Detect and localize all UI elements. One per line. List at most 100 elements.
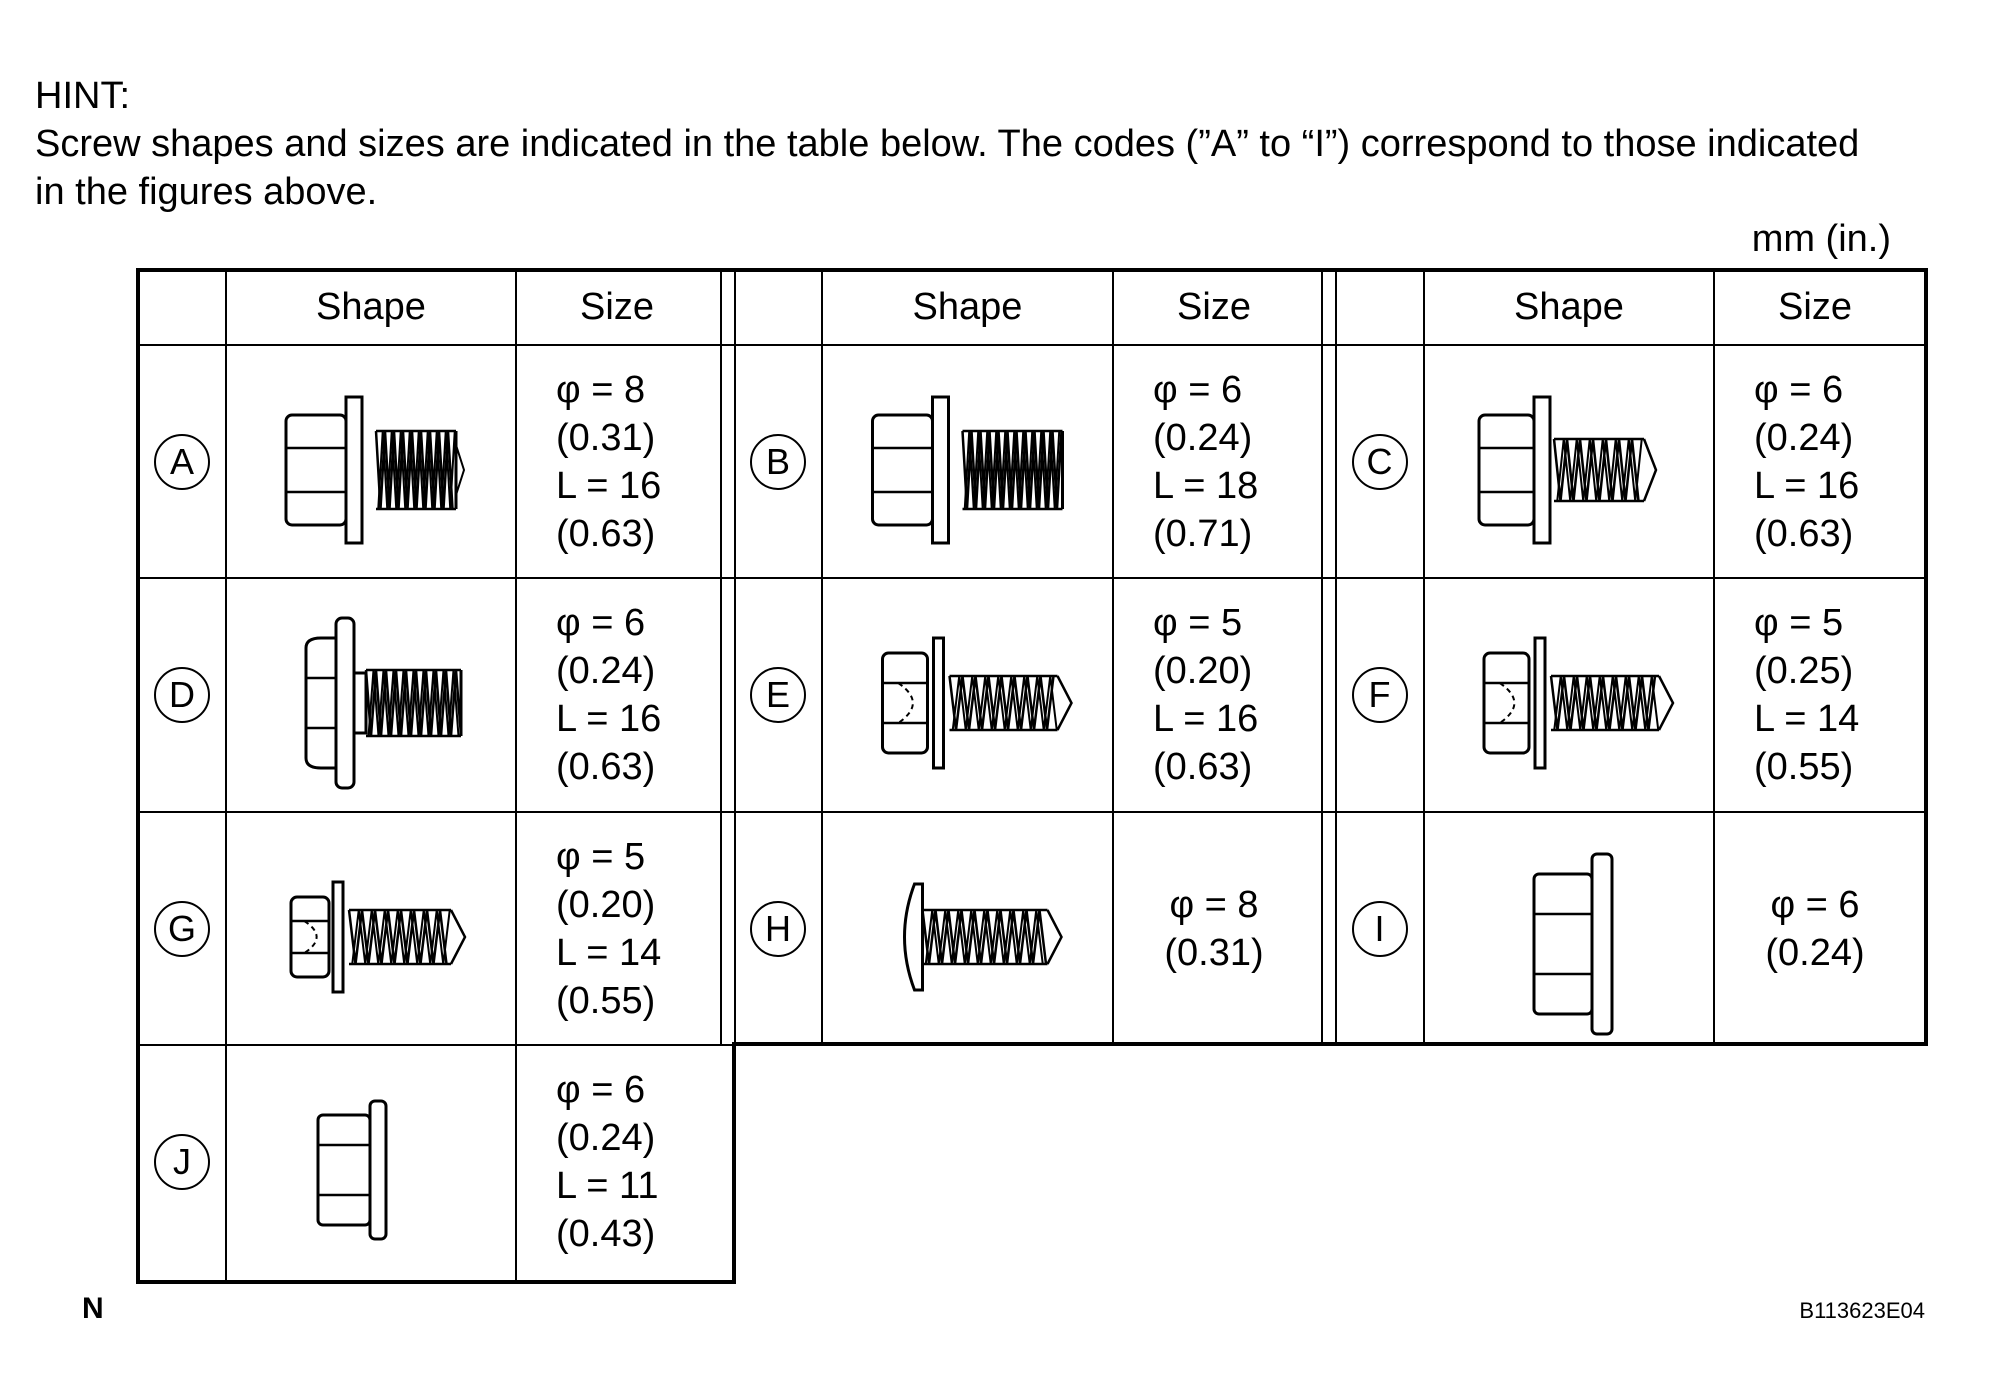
size-line: L = 16	[1754, 464, 1860, 507]
shape-cell	[226, 812, 516, 1045]
size-line: L = 18	[1153, 464, 1259, 507]
shape-cell	[1424, 578, 1714, 811]
header-shape: Shape	[316, 286, 426, 328]
section-divider	[1321, 270, 1323, 1045]
header-divider	[138, 344, 1926, 346]
code-cell: I	[1335, 812, 1424, 1045]
size-line: (0.31)	[1164, 931, 1264, 974]
size-line: φ = 5	[1153, 601, 1243, 644]
shape-cell	[226, 345, 516, 578]
header-shape: Shape	[912, 286, 1023, 328]
table-border-right	[1924, 268, 1928, 1046]
code-cell: J	[138, 1045, 226, 1278]
shape-cell	[1424, 345, 1714, 578]
size-cell: φ = 6(0.24)L = 11(0.43)	[556, 1045, 718, 1278]
hint-title: HINT:	[35, 75, 130, 117]
screw-code-d: D	[154, 666, 210, 723]
size-line: L = 16	[556, 697, 662, 740]
header-size: Size	[1778, 286, 1852, 328]
size-line: (0.63)	[1754, 512, 1854, 555]
code-cell: B	[734, 345, 822, 578]
code-cell: H	[734, 812, 822, 1045]
size-line: (0.63)	[556, 745, 656, 788]
size-cell: φ = 6(0.24)L = 18(0.71)	[1153, 345, 1315, 578]
table-border-j-right	[732, 1042, 736, 1284]
header-size: Size	[1177, 286, 1251, 328]
size-line: (0.71)	[1153, 512, 1253, 555]
column-divider	[1713, 270, 1715, 1045]
code-cell: E	[734, 578, 822, 811]
code-cell: F	[1335, 578, 1424, 811]
table-border-bottom	[136, 1280, 736, 1284]
units-label: mm (in.)	[1751, 218, 1891, 260]
table-border-mid-bottom	[734, 1042, 1928, 1046]
column-divider	[225, 1045, 227, 1282]
figure-id: B113623E04	[1799, 1298, 1925, 1323]
size-line: φ = 6	[1754, 368, 1844, 411]
size-line: L = 14	[1754, 697, 1860, 740]
hex-tapping-screw-icon	[881, 636, 1073, 770]
figure-label: N	[82, 1292, 104, 1325]
size-cell: φ = 5 (0.20) L = 16 (0.63)	[1153, 578, 1315, 811]
code-cell: D	[138, 578, 226, 811]
column-divider	[515, 1045, 517, 1282]
screw-code-c: C	[1351, 433, 1408, 490]
size-cell: φ = 6 (0.24) L = 16 (0.63)	[556, 578, 718, 811]
size-line: (0.63)	[1153, 745, 1253, 788]
size-line: (0.24)	[556, 649, 656, 692]
shape-cell	[822, 345, 1113, 578]
size-line: φ = 8	[1169, 883, 1259, 926]
section-divider	[734, 270, 736, 1045]
screw-code-f: F	[1351, 666, 1408, 723]
size-line: φ = 5	[1754, 601, 1844, 644]
size-line: (0.20)	[556, 883, 656, 926]
size-line: (0.25)	[1754, 649, 1854, 692]
size-line: (0.20)	[1153, 649, 1253, 692]
screw-code-g: G	[154, 900, 210, 957]
size-line: L = 16	[556, 464, 662, 507]
size-line: (0.63)	[556, 512, 656, 555]
row-divider	[138, 811, 1926, 813]
hex-tapping-screw-icon	[1482, 636, 1675, 770]
row-divider	[138, 577, 1926, 579]
size-cell: φ = 6 (0.24)	[1714, 812, 1916, 1045]
size-line: (0.24)	[1754, 416, 1854, 459]
size-line: (0.43)	[556, 1212, 656, 1255]
hint-text-line-2: in the figures above.	[35, 171, 378, 213]
shape-cell	[1424, 812, 1714, 1045]
size-line: (0.55)	[1754, 745, 1854, 788]
shape-cell	[822, 578, 1113, 811]
size-line: φ = 6	[556, 601, 646, 644]
table-border-left	[136, 268, 140, 1284]
column-divider	[225, 270, 227, 1045]
screw-code-b: B	[750, 433, 806, 490]
table-border-top	[136, 268, 1928, 272]
column-divider	[1423, 270, 1425, 1045]
size-line: (0.55)	[556, 979, 656, 1022]
hex-tapping-screw-washer-icon	[1477, 395, 1658, 545]
row-divider	[138, 1044, 736, 1046]
size-line: (0.24)	[1765, 931, 1865, 974]
screw-code-j: J	[154, 1133, 210, 1190]
screw-code-a: A	[154, 433, 210, 490]
hint-block: HINT: Screw shapes and sizes are indicat…	[35, 72, 1859, 216]
size-line: (0.31)	[556, 416, 656, 459]
shape-cell	[226, 578, 516, 811]
section-divider	[1335, 270, 1337, 1045]
size-line: L = 16	[1153, 697, 1259, 740]
code-cell: A	[138, 345, 226, 578]
size-line: L = 11	[556, 1164, 659, 1207]
code-cell: C	[1335, 345, 1424, 578]
size-cell: φ = 5 (0.25) L = 14 (0.55)	[1754, 578, 1916, 811]
section-divider	[720, 270, 722, 1045]
size-cell: φ = 6 (0.24) L = 16 (0.63)	[1754, 345, 1916, 578]
size-line: φ = 6	[1770, 883, 1860, 926]
screw-code-h: H	[750, 900, 806, 957]
size-line: φ = 5	[556, 835, 646, 878]
code-cell: G	[138, 812, 226, 1045]
shape-cell	[822, 812, 1113, 1045]
flange-nut-icon	[1532, 852, 1614, 1036]
column-divider	[1112, 270, 1114, 1045]
size-cell: φ = 8(0.31)L = 16(0.63)	[556, 345, 718, 578]
